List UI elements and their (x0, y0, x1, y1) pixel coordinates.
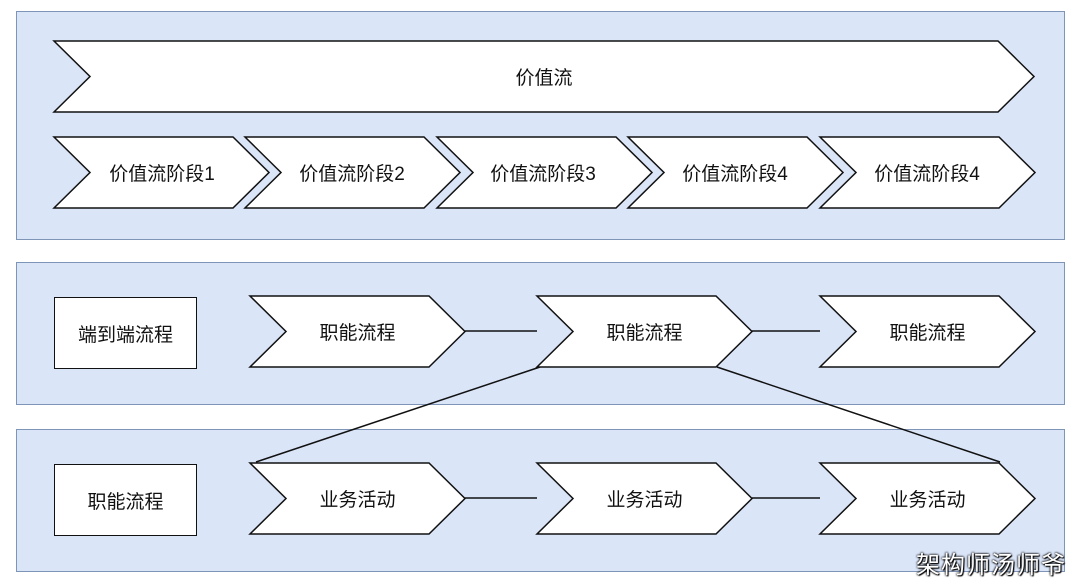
value-stream-chevron (52, 40, 1036, 113)
business-activity-chevron (818, 462, 1037, 535)
value-stream-stage-chevron (243, 136, 462, 209)
author-watermark: 架构师汤师爷 (916, 551, 1066, 579)
end-to-end-process-box: 端到端流程 (54, 297, 197, 369)
value-stream-stage-chevron (818, 136, 1037, 209)
functional-process-chevron (535, 295, 754, 368)
functional-process-chevron (818, 295, 1037, 368)
business-activity-chevron (248, 462, 467, 535)
functional-process-chevron (248, 295, 467, 368)
link-line (255, 366, 541, 463)
value-stream-stage-chevron (435, 136, 654, 209)
business-activity-chevron (535, 462, 754, 535)
functional-process-box: 职能流程 (54, 464, 197, 536)
link-line (716, 366, 1001, 463)
value-stream-stage-chevron (52, 136, 271, 209)
value-stream-stage-chevron (626, 136, 845, 209)
